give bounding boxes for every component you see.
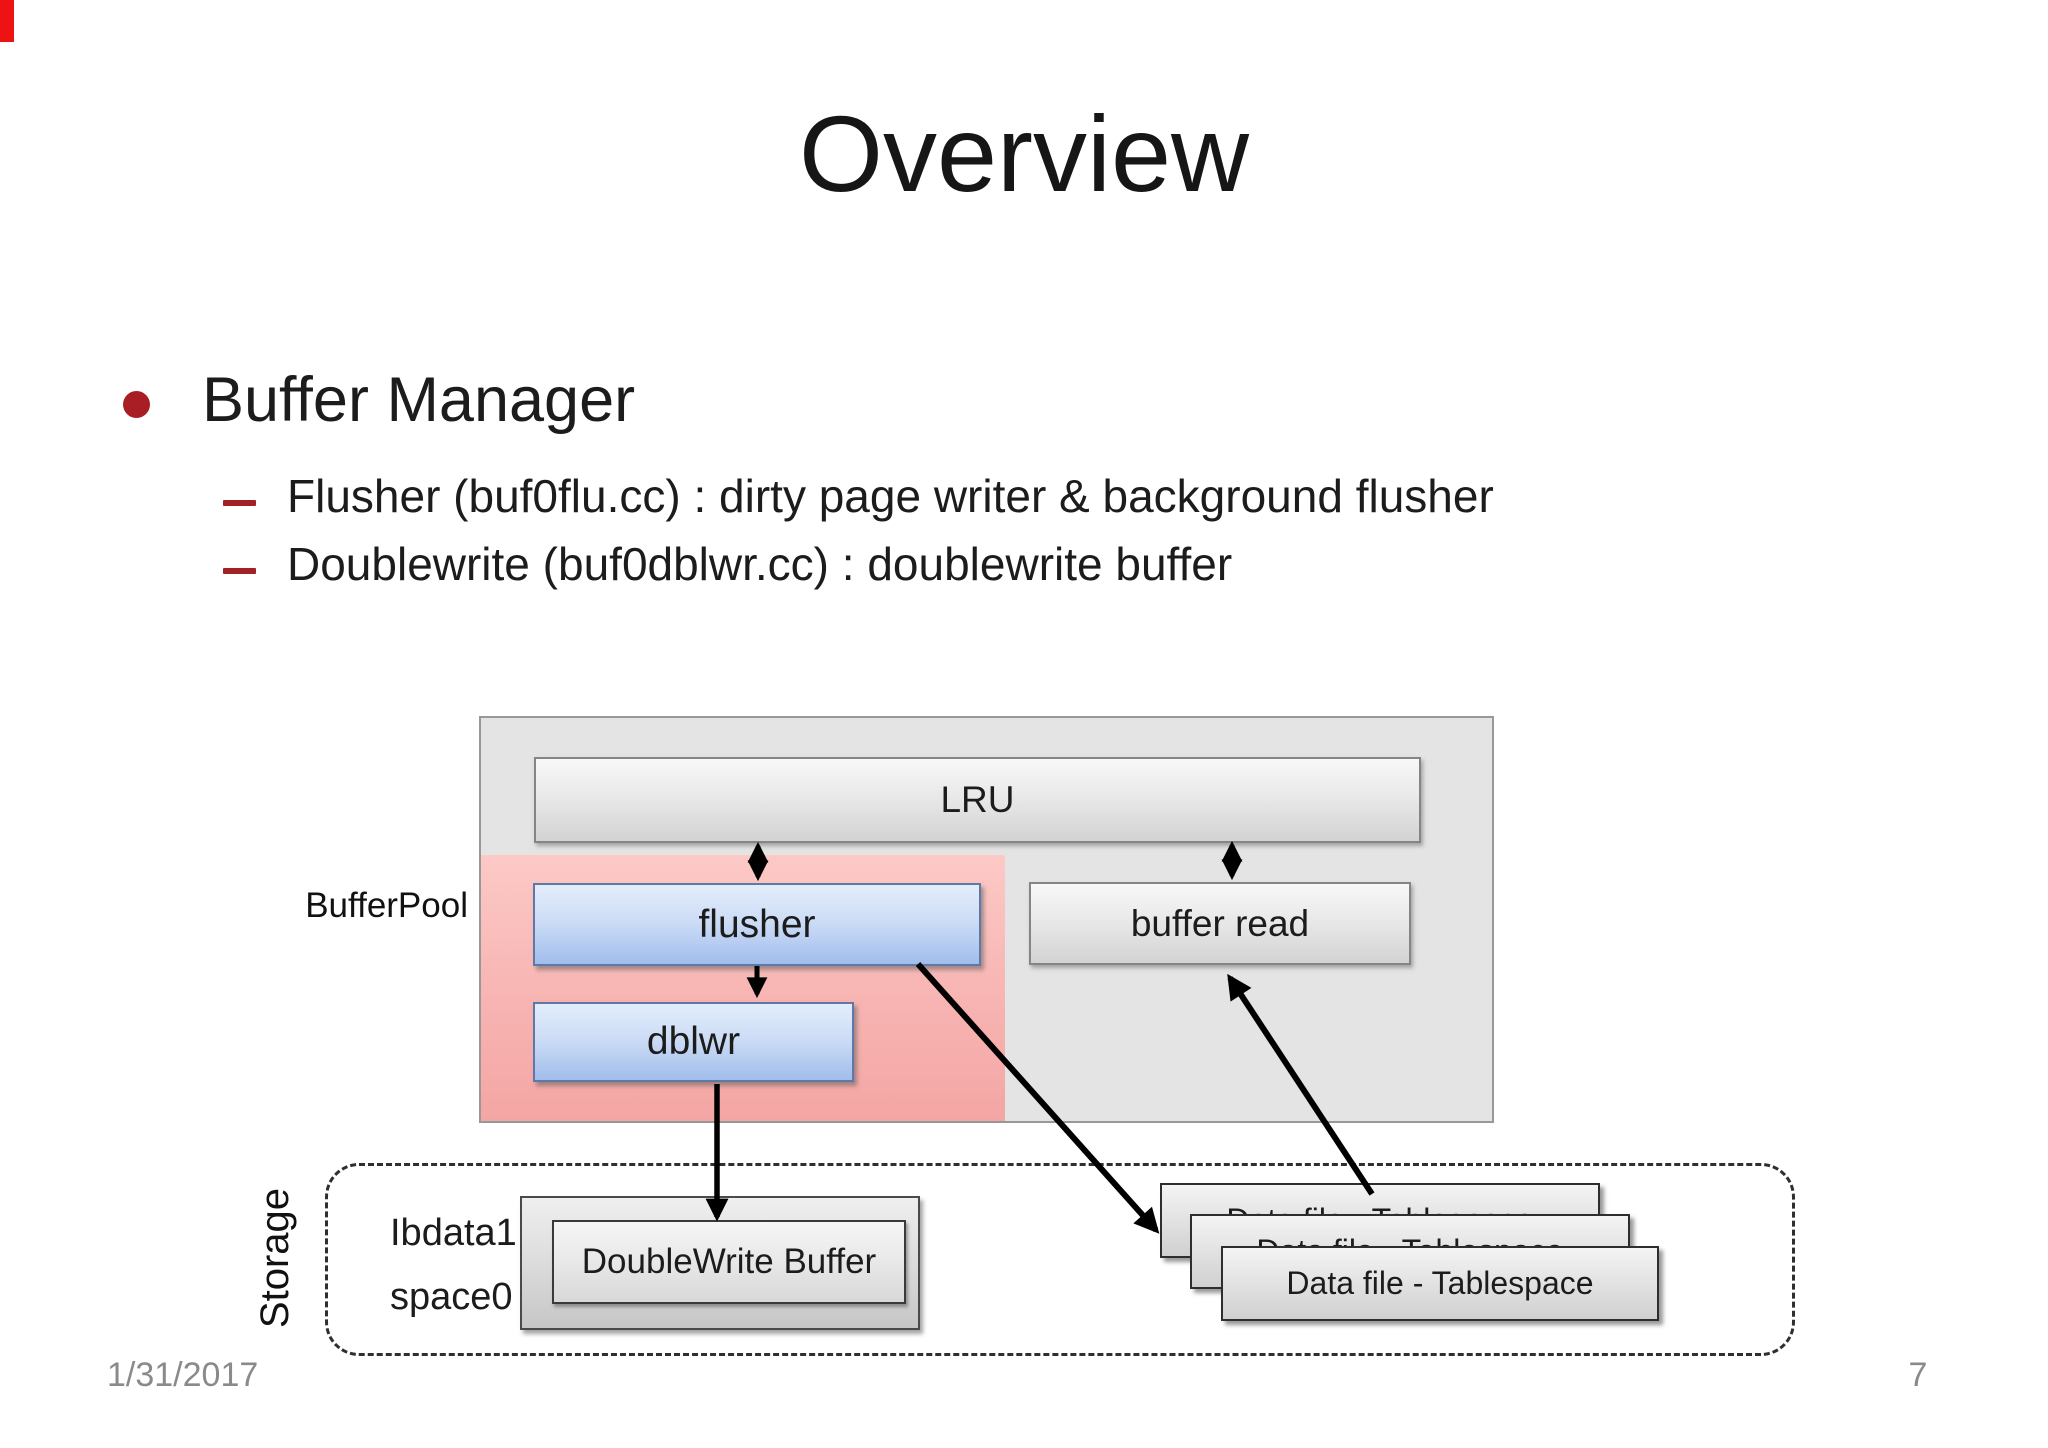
sub-bullet-dash-icon bbox=[223, 568, 256, 574]
sub-bullet-flusher: Flusher (buf0flu.cc) : dirty page writer… bbox=[287, 470, 1494, 522]
page-number: 7 bbox=[1908, 1356, 1928, 1394]
bullet-text: Buffer Manager bbox=[202, 365, 636, 435]
storage-label: Storage bbox=[253, 1187, 297, 1329]
doublewrite-buffer-box: DoubleWrite Buffer bbox=[552, 1220, 906, 1304]
sub-bullet-dash-icon bbox=[223, 500, 256, 506]
lru-box: LRU bbox=[534, 757, 1421, 843]
red-corner-marker bbox=[0, 0, 14, 42]
slide-title: Overview bbox=[798, 93, 1250, 214]
dblwr-box: dblwr bbox=[533, 1002, 854, 1082]
bullet-dot-icon bbox=[123, 391, 150, 418]
footer-date: 1/31/2017 bbox=[107, 1356, 259, 1394]
buffer-read-box: buffer read bbox=[1029, 882, 1411, 965]
flusher-box: flusher bbox=[533, 883, 981, 966]
ibdata-label-line2: space0 bbox=[390, 1276, 513, 1318]
ibdata-label-line1: Ibdata1 bbox=[390, 1212, 517, 1254]
bufferpool-label: BufferPool bbox=[305, 886, 468, 925]
data-file-box-front: Data file - Tablespace bbox=[1221, 1246, 1659, 1321]
sub-bullet-doublewrite: Doublewrite (buf0dblwr.cc) : doublewrite… bbox=[287, 538, 1233, 590]
